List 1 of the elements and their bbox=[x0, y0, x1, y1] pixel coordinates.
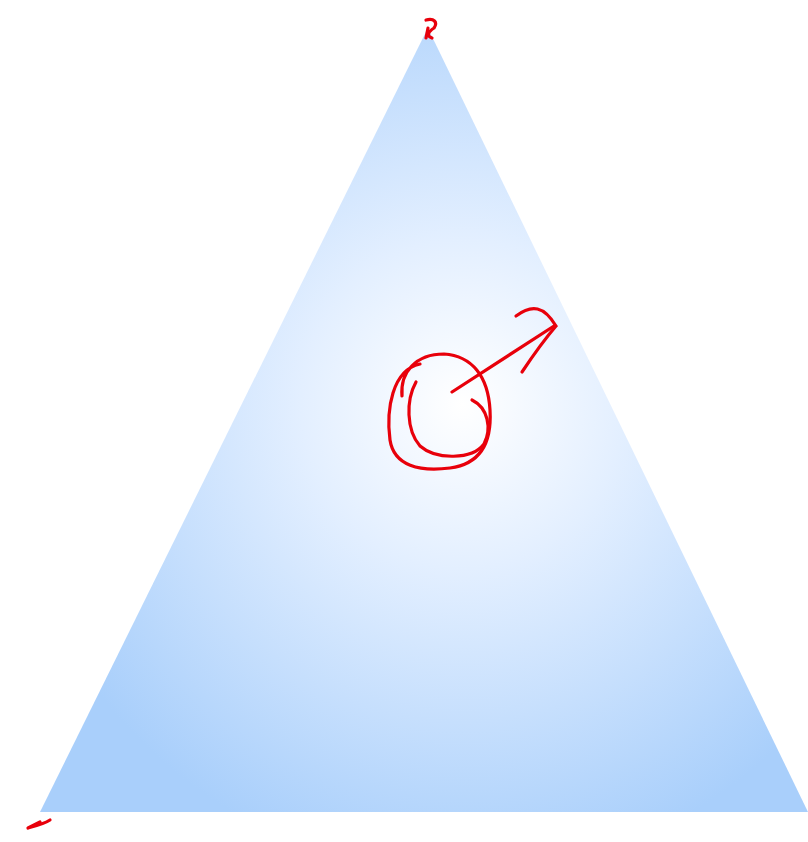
triangle-shape bbox=[40, 28, 808, 812]
